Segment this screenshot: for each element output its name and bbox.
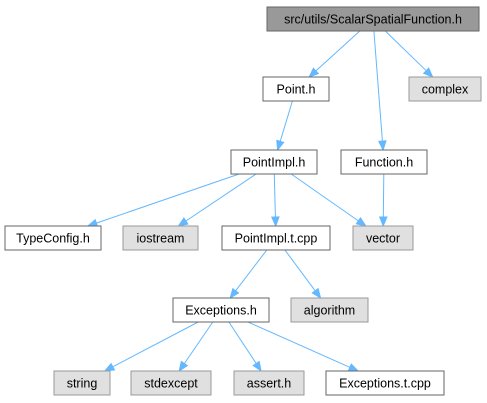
node-complex: complex: [408, 76, 482, 102]
edge-point_h-to-pointimpl_h: [279, 100, 293, 142]
edge-exceptions_h-to-string: [112, 321, 199, 368]
node-function-h-box: [340, 149, 428, 175]
node-pointimpl-h-box: [230, 149, 318, 175]
node-pointimpl-t-cpp-box: [221, 225, 331, 251]
node-complex-box: [408, 76, 482, 102]
arrowhead-pointimpl_t_cpp-to-exceptions_h: [229, 287, 240, 300]
edge-function_h-to-vector: [382, 173, 385, 218]
arrowhead-exceptions_h-to-stdexcept: [178, 360, 189, 373]
node-exceptions-h-label: Exceptions.h: [185, 304, 257, 318]
node-exceptions-h[interactable]: Exceptions.h: [172, 297, 270, 323]
edge-pointimpl_t_cpp-to-algorithm: [284, 249, 316, 292]
edge-exceptions_h-to-stdexcept: [183, 321, 214, 364]
arrowhead-exceptions_h-to-assert_h: [252, 360, 262, 373]
edge-root-to-function_h: [373, 30, 383, 142]
node-assert-h-box: [233, 370, 305, 396]
edge-pointimpl_h-to-pointimpl_t_cpp: [273, 173, 276, 218]
arrowhead-root-to-function_h: [378, 140, 387, 152]
edge-pointimpl_h-to-typeconfig_h: [96, 173, 240, 224]
edge-exceptions_h-to-exceptions_t_cpp: [247, 321, 351, 368]
node-string-label: string: [67, 377, 98, 391]
node-string-box: [53, 370, 111, 396]
arrowhead-pointimpl_h-to-iostream: [177, 217, 189, 227]
arrowhead-root-to-point_h: [308, 67, 320, 78]
node-iostream-box: [122, 225, 199, 251]
node-complex-label: complex: [422, 83, 469, 97]
node-root-box: [266, 6, 480, 32]
node-stdexcept-box: [130, 370, 212, 396]
node-typeconfig-h[interactable]: TypeConfig.h: [4, 225, 102, 251]
arrowhead-pointimpl_t_cpp-to-algorithm: [311, 287, 322, 300]
node-pointimpl-t-cpp[interactable]: PointImpl.t.cpp: [221, 225, 331, 251]
node-typeconfig-h-box: [4, 225, 102, 251]
node-iostream: iostream: [122, 225, 199, 251]
arrowhead-pointimpl_h-to-vector: [355, 217, 367, 227]
node-exceptions-t-cpp-label: Exceptions.t.cpp: [339, 377, 431, 391]
edges-layer: [86, 30, 434, 373]
arrowhead-pointimpl_h-to-typeconfig_h: [86, 218, 99, 228]
node-algorithm: algorithm: [290, 297, 369, 323]
node-root-label: src/utils/ScalarSpatialFunction.h: [284, 13, 462, 27]
node-vector-label: vector: [366, 232, 400, 246]
node-exceptions-t-cpp-box: [325, 370, 445, 396]
node-algorithm-label: algorithm: [304, 304, 355, 318]
node-stdexcept-label: stdexcept: [144, 377, 198, 391]
arrowhead-point_h-to-pointimpl_h: [276, 139, 285, 152]
arrowhead-root-to-complex: [422, 67, 434, 78]
edge-pointimpl_t_cpp-to-exceptions_h: [235, 249, 268, 292]
node-pointimpl-h-label: PointImpl.h: [243, 156, 306, 170]
node-assert-h-label: assert.h: [247, 377, 292, 391]
arrowhead-exceptions_h-to-string: [103, 362, 116, 372]
node-exceptions-t-cpp[interactable]: Exceptions.t.cpp: [325, 370, 445, 396]
node-pointimpl-h[interactable]: PointImpl.h: [230, 149, 318, 175]
edge-exceptions_h-to-assert_h: [228, 321, 257, 364]
node-string: string: [53, 370, 111, 396]
edge-root-to-point_h: [315, 30, 361, 72]
arrowhead-exceptions_h-to-exceptions_t_cpp: [347, 363, 360, 372]
node-point-h-box: [262, 76, 330, 102]
edge-pointimpl_h-to-vector: [290, 173, 359, 222]
node-typeconfig-h-label: TypeConfig.h: [16, 232, 90, 246]
arrowhead-function_h-to-vector: [378, 216, 388, 228]
node-vector-box: [352, 225, 414, 251]
node-pointimpl-t-cpp-label: PointImpl.t.cpp: [235, 232, 318, 246]
node-vector: vector: [352, 225, 414, 251]
edge-pointimpl_h-to-iostream: [185, 173, 257, 222]
node-iostream-label: iostream: [137, 232, 185, 246]
node-function-h-label: Function.h: [355, 156, 413, 170]
node-function-h[interactable]: Function.h: [340, 149, 428, 175]
node-root: src/utils/ScalarSpatialFunction.h: [266, 6, 480, 32]
edge-root-to-complex: [384, 30, 427, 72]
node-stdexcept: stdexcept: [130, 370, 212, 396]
node-exceptions-h-box: [172, 297, 270, 323]
node-point-h-label: Point.h: [277, 83, 316, 97]
node-assert-h: assert.h: [233, 370, 305, 396]
arrowhead-pointimpl_h-to-pointimpl_t_cpp: [271, 216, 280, 228]
node-algorithm-box: [290, 297, 369, 323]
node-point-h[interactable]: Point.h: [262, 76, 330, 102]
